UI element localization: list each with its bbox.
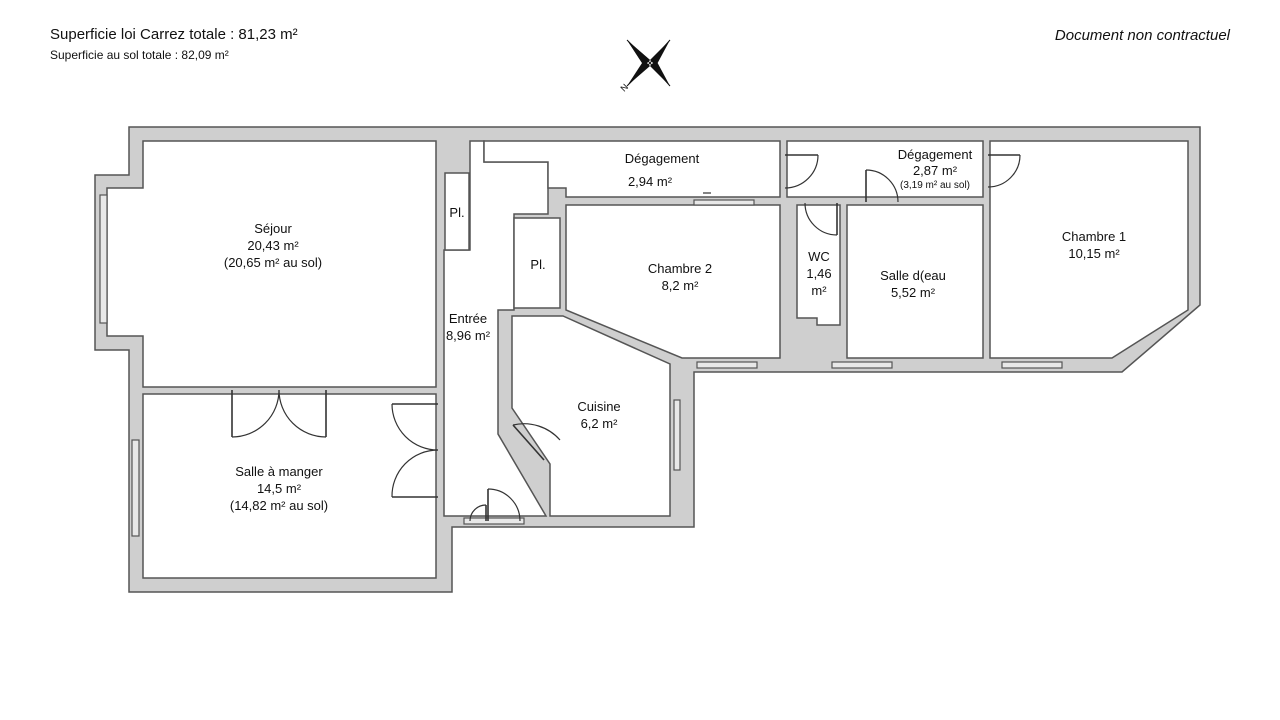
label-chambre-1-area: 10,15 m² (1068, 246, 1120, 261)
room-cuisine (511, 315, 671, 517)
label-wc-unit: m² (811, 283, 827, 298)
label-degagement-1-name: Dégagement (625, 151, 700, 166)
total-carrez-area: Superficie loi Carrez totale : 81,23 m² (50, 26, 298, 43)
room-salle-a-manger (142, 393, 437, 579)
window (1001, 361, 1063, 369)
door-salle-deau[interactable] (865, 169, 899, 203)
door-front[interactable] (469, 488, 521, 522)
total-floor-area: Superficie au sol totale : 82,09 m² (50, 48, 229, 62)
label-sejour-area: 20,43 m² (247, 238, 299, 253)
north-label: N (618, 82, 630, 94)
door-cuisine[interactable] (512, 423, 561, 461)
label-salle-a-manger-name: Salle à manger (235, 464, 323, 479)
room-wc (796, 204, 841, 326)
label-degagement-2-name: Dégagement (898, 147, 973, 162)
door-double-salle-manger[interactable] (231, 389, 327, 438)
door-chambre-1[interactable] (987, 154, 1021, 188)
label-entree-area: 8,96 m² (446, 328, 491, 343)
room-chambre-1 (989, 140, 1189, 359)
label-cuisine-area: 6,2 m² (581, 416, 619, 431)
closet-2 (513, 217, 561, 309)
label-degagement-2-floor: (3,19 m² au sol) (900, 180, 970, 191)
label-degagement-2-area: 2,87 m² (913, 163, 958, 178)
label-wc-name: WC (808, 249, 830, 264)
window (463, 517, 525, 525)
room-salle-deau (846, 204, 984, 359)
disclaimer: Document non contractuel (1054, 27, 1230, 44)
window (99, 194, 108, 324)
door-double-entree[interactable] (391, 403, 439, 498)
room-sejour (106, 140, 437, 388)
label-chambre-2-name: Chambre 2 (648, 261, 712, 276)
window (131, 439, 140, 537)
label-closet-1: Pl. (449, 205, 464, 220)
label-salle-deau-area: 5,52 m² (891, 285, 936, 300)
label-chambre-1-name: Chambre 1 (1062, 229, 1126, 244)
window (696, 361, 758, 369)
door-wc[interactable] (804, 202, 838, 236)
window (693, 199, 755, 206)
label-closet-2: Pl. (530, 257, 545, 272)
door-degagement-2[interactable] (784, 154, 819, 189)
room-degagement-1 (483, 140, 781, 198)
window (831, 361, 893, 369)
label-salle-deau-name: Salle d(eau (880, 268, 946, 283)
label-cuisine-name: Cuisine (577, 399, 620, 414)
label-wc-area: 1,46 (806, 266, 831, 281)
label-salle-a-manger-area: 14,5 m² (257, 481, 302, 496)
label-chambre-2-area: 8,2 m² (662, 278, 700, 293)
room-degagement-2 (786, 140, 984, 198)
label-sejour-floor: (20,65 m² au sol) (224, 255, 322, 270)
closet-1 (444, 172, 470, 251)
compass-icon: N (618, 39, 671, 94)
label-entree-name: Entrée (449, 311, 487, 326)
label-salle-a-manger-floor: (14,82 m² au sol) (230, 498, 328, 513)
label-degagement-1-area: 2,94 m² (628, 174, 673, 189)
label-sejour-name: Séjour (254, 221, 292, 236)
window (673, 399, 681, 471)
